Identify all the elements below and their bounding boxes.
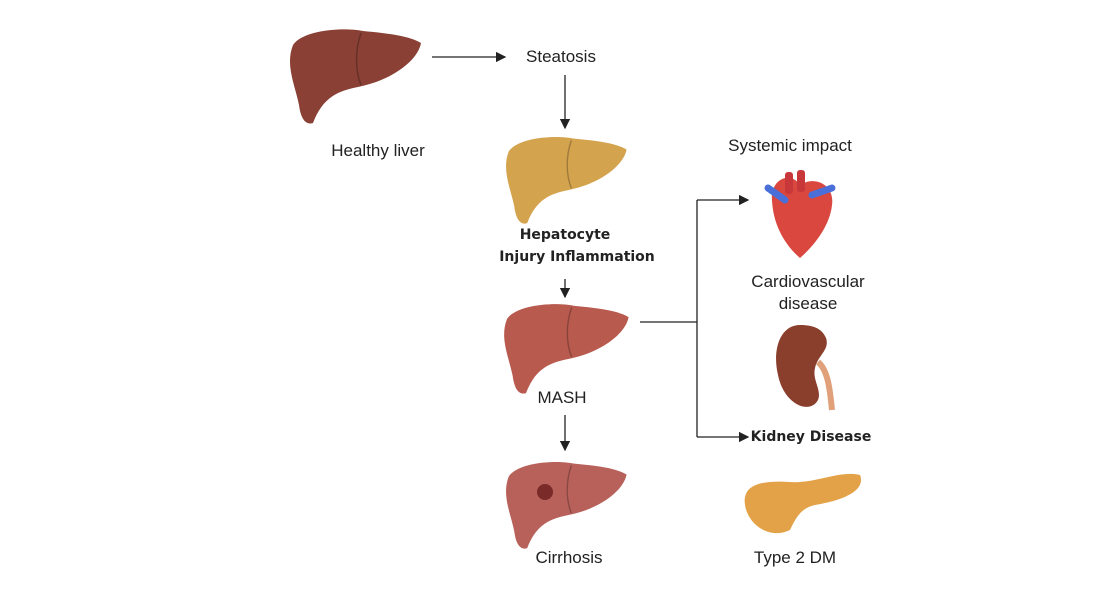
- systemic-impact-title: Systemic impact: [728, 136, 852, 155]
- healthy-liver-image: [289, 28, 422, 125]
- healthy-liver-label: Healthy liver: [331, 141, 425, 160]
- cirrhosis-liver-image: [505, 461, 628, 550]
- flow-arrows: [432, 51, 750, 452]
- type2-dm-label: Type 2 DM: [753, 548, 837, 567]
- pancreas-icon: [744, 473, 862, 534]
- cardiovascular-label-line1: Cardiovascular: [751, 272, 865, 291]
- kidney-icon: [776, 325, 835, 411]
- mash-liver-image: [503, 303, 630, 395]
- mash-label: MASH: [537, 388, 587, 407]
- cirrhosis-label: Cirrhosis: [535, 548, 603, 567]
- kidney-disease-label: Kidney Disease: [750, 429, 872, 445]
- cirrhosis-nodule: [537, 484, 553, 500]
- hepatocyte-label-line1: Hepatocyte: [519, 227, 611, 243]
- steatosis-liver-image: [505, 136, 628, 225]
- heart-icon: [764, 170, 836, 258]
- hepatocyte-label-line2: Injury Inflammation: [499, 249, 655, 265]
- steatosis-label: Steatosis: [526, 47, 596, 66]
- cardiovascular-label-line2: disease: [778, 294, 838, 313]
